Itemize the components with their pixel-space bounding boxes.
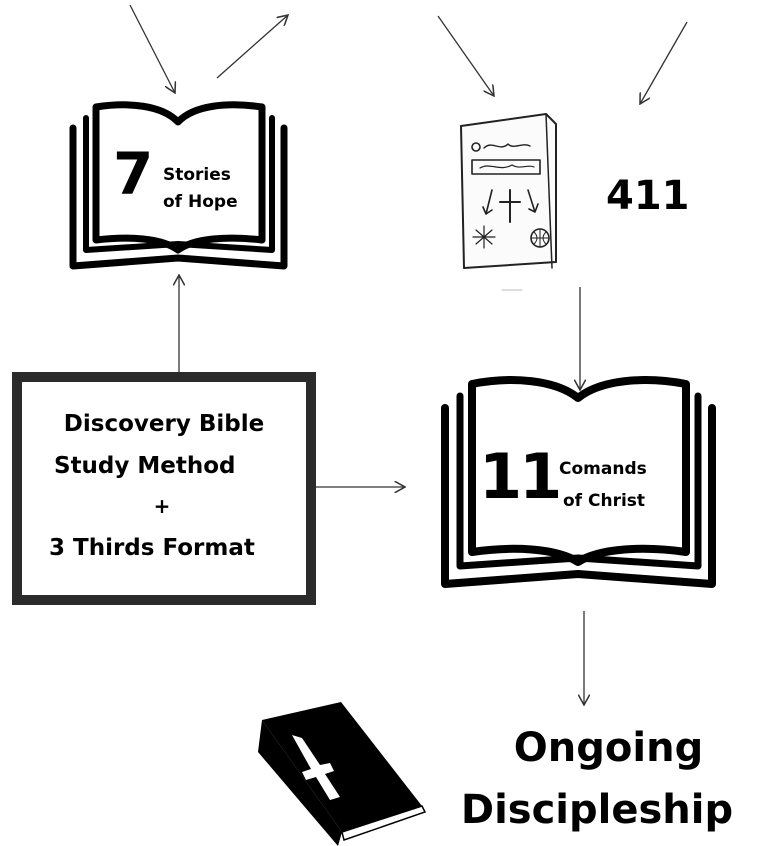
eleven-number: 11 xyxy=(479,440,562,513)
seven-label-line2: of Hope xyxy=(163,192,238,212)
method-line4: 3 Thirds Format xyxy=(49,535,255,561)
ongoing-line2: Discipleship xyxy=(460,787,734,833)
holy-bible-icon xyxy=(258,702,427,846)
seven-label-line1: Stories xyxy=(163,165,231,185)
eleven-label-line2: of Christ xyxy=(563,491,646,511)
gospel-tract-icon xyxy=(460,113,557,291)
eleven-label-line1: Comands xyxy=(559,459,647,479)
arrow-top-3 xyxy=(437,15,494,96)
open-book-icon xyxy=(441,376,716,588)
method-line2: Study Method xyxy=(54,453,236,479)
arrow-top-1 xyxy=(129,4,175,93)
method-line1: Discovery Bible xyxy=(63,411,265,437)
open-book-icon xyxy=(69,101,288,270)
method-line3: + xyxy=(153,494,171,518)
ongoing-line1: Ongoing xyxy=(513,725,704,771)
tract-label: 411 xyxy=(606,173,690,219)
arrow-top-4 xyxy=(640,21,688,104)
method-frame xyxy=(12,372,316,605)
arrow-top-2 xyxy=(216,15,288,79)
seven-number: 7 xyxy=(113,140,154,208)
